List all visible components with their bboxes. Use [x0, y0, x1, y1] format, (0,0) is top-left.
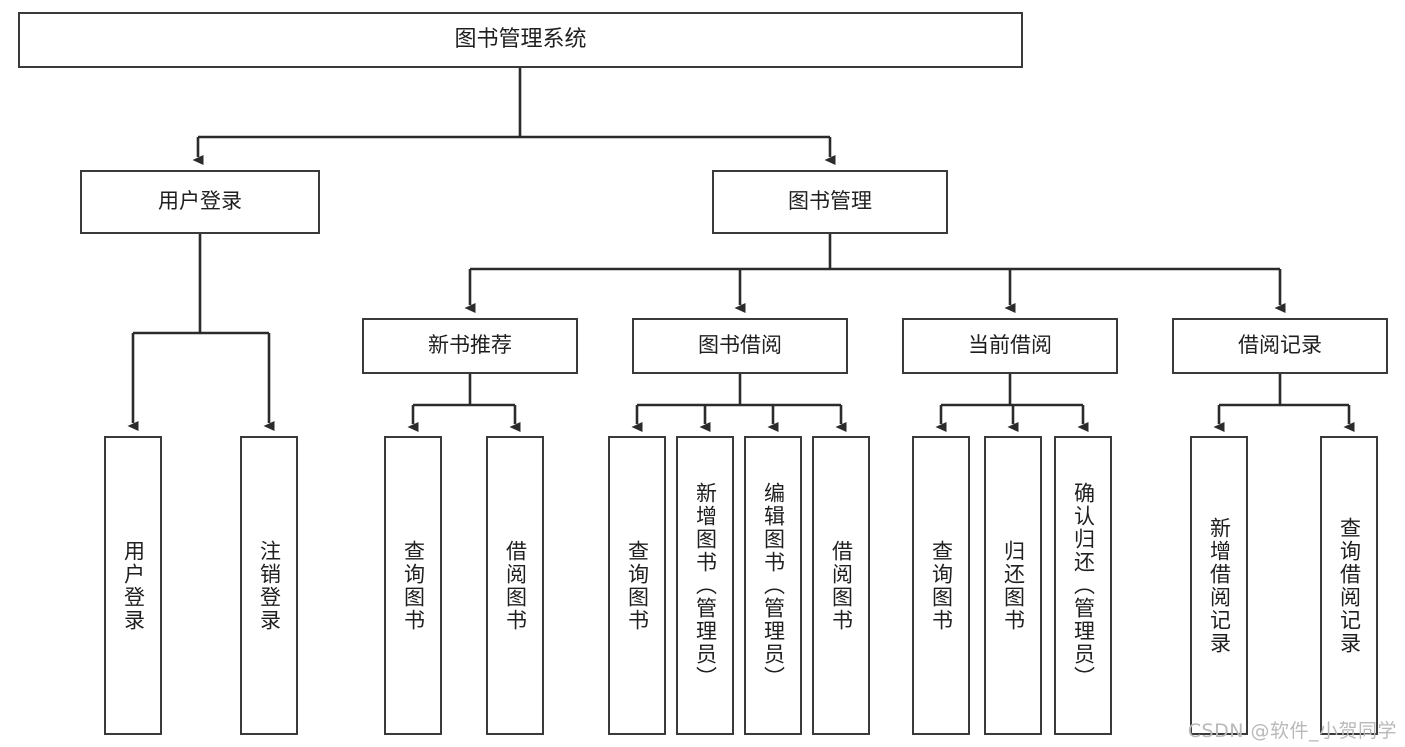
node-user-login[interactable]: 用户登录: [80, 170, 320, 234]
node-leaf-query-book-3[interactable]: 查询图书: [912, 436, 970, 735]
node-leaf-add-book-label: 新增图书（管理员）: [693, 482, 718, 689]
node-borrow-record[interactable]: 借阅记录: [1172, 318, 1388, 374]
node-current-borrow-label: 当前借阅: [968, 333, 1052, 358]
node-leaf-edit-book[interactable]: 编辑图书（管理员）: [744, 436, 802, 735]
node-leaf-query-book-2-label: 查询图书: [625, 539, 650, 632]
node-leaf-borrow-book-2-label: 借阅图书: [829, 539, 854, 632]
node-leaf-add-record-label: 新增借阅记录: [1207, 516, 1232, 655]
node-root-label: 图书管理系统: [454, 26, 587, 52]
node-book-manage[interactable]: 图书管理: [712, 170, 948, 234]
node-leaf-borrow-book-2[interactable]: 借阅图书: [812, 436, 870, 735]
node-borrow-record-label: 借阅记录: [1238, 333, 1322, 358]
node-leaf-query-book-1[interactable]: 查询图书: [384, 436, 442, 735]
node-leaf-query-record-label: 查询借阅记录: [1337, 516, 1362, 655]
node-leaf-logout-label: 注销登录: [257, 539, 282, 632]
node-new-book-recommend-label: 新书推荐: [428, 333, 512, 358]
node-leaf-borrow-book-1[interactable]: 借阅图书: [486, 436, 544, 735]
node-book-manage-label: 图书管理: [788, 189, 872, 214]
node-leaf-edit-book-label: 编辑图书（管理员）: [761, 482, 786, 689]
node-leaf-add-record[interactable]: 新增借阅记录: [1190, 436, 1248, 735]
node-leaf-confirm-return-label: 确认归还（管理员）: [1071, 482, 1096, 689]
node-leaf-confirm-return[interactable]: 确认归还（管理员）: [1054, 436, 1112, 735]
node-root[interactable]: 图书管理系统: [18, 12, 1023, 68]
node-leaf-borrow-book-1-label: 借阅图书: [503, 539, 528, 632]
watermark: CSDN @软件_小贺同学: [1187, 720, 1397, 742]
node-book-borrow-label: 图书借阅: [698, 333, 782, 358]
node-leaf-query-record[interactable]: 查询借阅记录: [1320, 436, 1378, 735]
node-current-borrow[interactable]: 当前借阅: [902, 318, 1118, 374]
node-leaf-user-login[interactable]: 用户登录: [104, 436, 162, 735]
node-leaf-logout[interactable]: 注销登录: [240, 436, 298, 735]
node-leaf-return-book-label: 归还图书: [1001, 539, 1026, 632]
node-leaf-query-book-1-label: 查询图书: [401, 539, 426, 632]
node-leaf-return-book[interactable]: 归还图书: [984, 436, 1042, 735]
node-leaf-user-login-label: 用户登录: [121, 539, 146, 632]
node-leaf-query-book-2[interactable]: 查询图书: [608, 436, 666, 735]
node-user-login-label: 用户登录: [158, 189, 242, 214]
node-new-book-recommend[interactable]: 新书推荐: [362, 318, 578, 374]
node-leaf-add-book[interactable]: 新增图书（管理员）: [676, 436, 734, 735]
node-leaf-query-book-3-label: 查询图书: [929, 539, 954, 632]
node-book-borrow[interactable]: 图书借阅: [632, 318, 848, 374]
